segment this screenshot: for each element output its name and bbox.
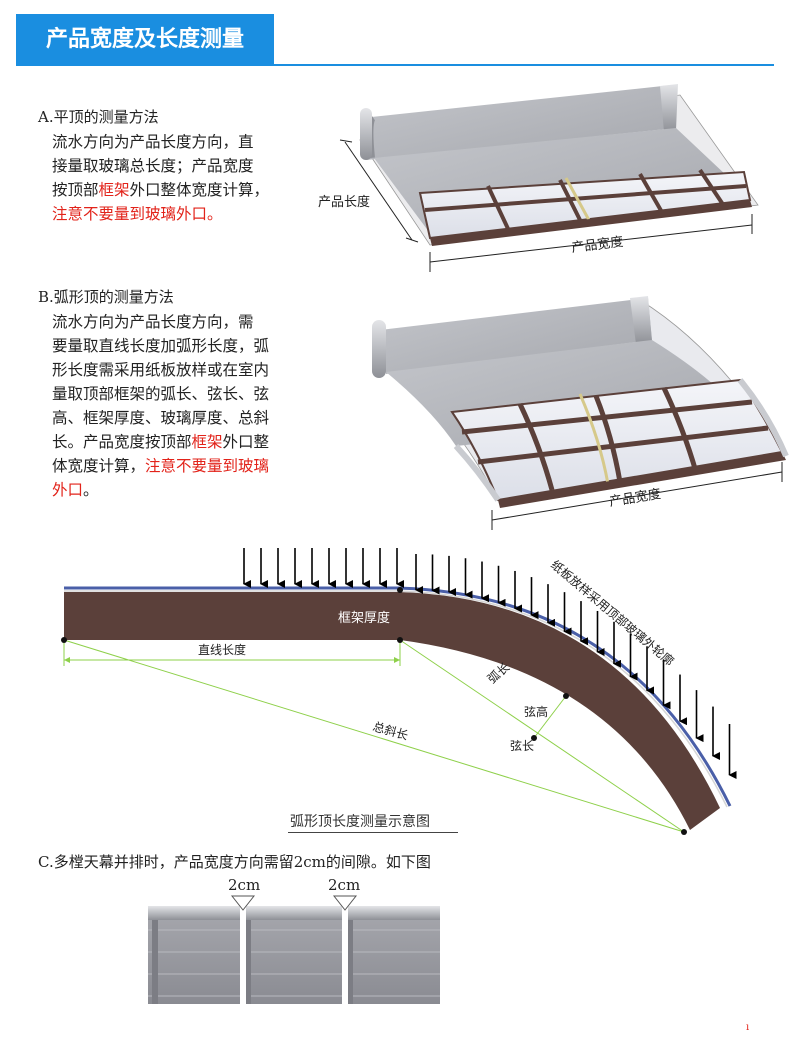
frame-word-b: 框架 (191, 433, 223, 451)
section-b-warning-2: 外口 (52, 481, 84, 499)
section-a-line-3-start: 按顶部 (52, 181, 99, 199)
label-frame-thickness: 框架厚度 (338, 610, 390, 626)
section-b-line-6: 长。产品宽度按顶部框架外口整 (52, 430, 312, 454)
section-a-line-1: 流水方向为产品长度方向，直 (52, 133, 254, 151)
section-a-line-2: 接量取玻璃总长度；产品宽度 (52, 157, 254, 175)
section-a-line-3-rest: 外口整体宽度计算， (129, 181, 270, 199)
label-product-width-a: 产品宽度 (571, 234, 625, 256)
label-chord-height: 弦高 (524, 704, 548, 719)
section-b-line-8: 外口。 (52, 478, 312, 502)
section-b-line-6-start: 长。产品宽度按顶部 (52, 433, 192, 451)
arc-diagram-caption: 弧形顶长度测量示意图 (290, 814, 430, 830)
section-a-paragraph: 流水方向为产品长度方向，直 接量取玻璃总长度；产品宽度 按顶部框架外口整体宽度计… (52, 130, 312, 226)
section-c-title: C.多樘天幕并排时，产品宽度方向需留2cm的间隙。如下图 (38, 853, 431, 871)
section-b-line-3: 形长度需采用纸板放样或在室内 (52, 361, 270, 379)
header-divider (16, 64, 774, 66)
frame-word: 框架 (98, 181, 130, 199)
section-b-line-7-start: 体宽度计算， (52, 457, 146, 475)
label-straight-length: 直线长度 (198, 642, 246, 657)
gap-label-1: 2cm (228, 876, 261, 894)
flat-roof-illustration (339, 84, 759, 272)
page-marker: ı (746, 1022, 749, 1033)
section-b-line-8-end: 。 (83, 481, 99, 499)
caption-underline (288, 832, 458, 833)
section-b-line-2: 要量取直线长度加弧形长度，弧 (52, 337, 270, 355)
page-title: 产品宽度及长度测量 (45, 27, 244, 52)
side-by-side-illustration (148, 895, 440, 1004)
label-product-length-a: 产品长度 (318, 194, 370, 210)
header-banner: 产品宽度及长度测量 (16, 14, 274, 66)
label-chord-length: 弦长 (510, 738, 534, 753)
section-b-line-1: 流水方向为产品长度方向，需 (52, 313, 254, 331)
label-product-width-b: 产品宽度 (608, 486, 662, 510)
section-b-line-5: 高、框架厚度、玻璃厚度、总斜 (52, 409, 270, 427)
gap-label-2: 2cm (328, 876, 361, 894)
section-b-line-4: 量取顶部框架的弧长、弦长、弦 (52, 385, 270, 403)
section-a-title: A.平顶的测量方法 (38, 108, 159, 126)
section-a-warning: 注意不要量到玻璃外口。 (52, 205, 223, 223)
label-total-diagonal: 总斜长 (371, 719, 409, 742)
section-b-warning-1: 注意不要量到玻璃 (145, 457, 270, 475)
section-b-line-6-end: 外口整 (222, 433, 270, 451)
section-b-line-7: 体宽度计算，注意不要量到玻璃 (52, 454, 312, 478)
arc-measurement-diagram (61, 548, 737, 835)
section-b-title: B.弧形顶的测量方法 (38, 288, 174, 306)
pressure-arrows (243, 548, 737, 779)
section-a-line-3: 按顶部框架外口整体宽度计算， (52, 178, 312, 202)
curved-roof-illustration (372, 296, 789, 530)
section-b-paragraph: 流水方向为产品长度方向，需 要量取直线长度加弧形长度，弧 形长度需采用纸板放样或… (52, 310, 312, 502)
